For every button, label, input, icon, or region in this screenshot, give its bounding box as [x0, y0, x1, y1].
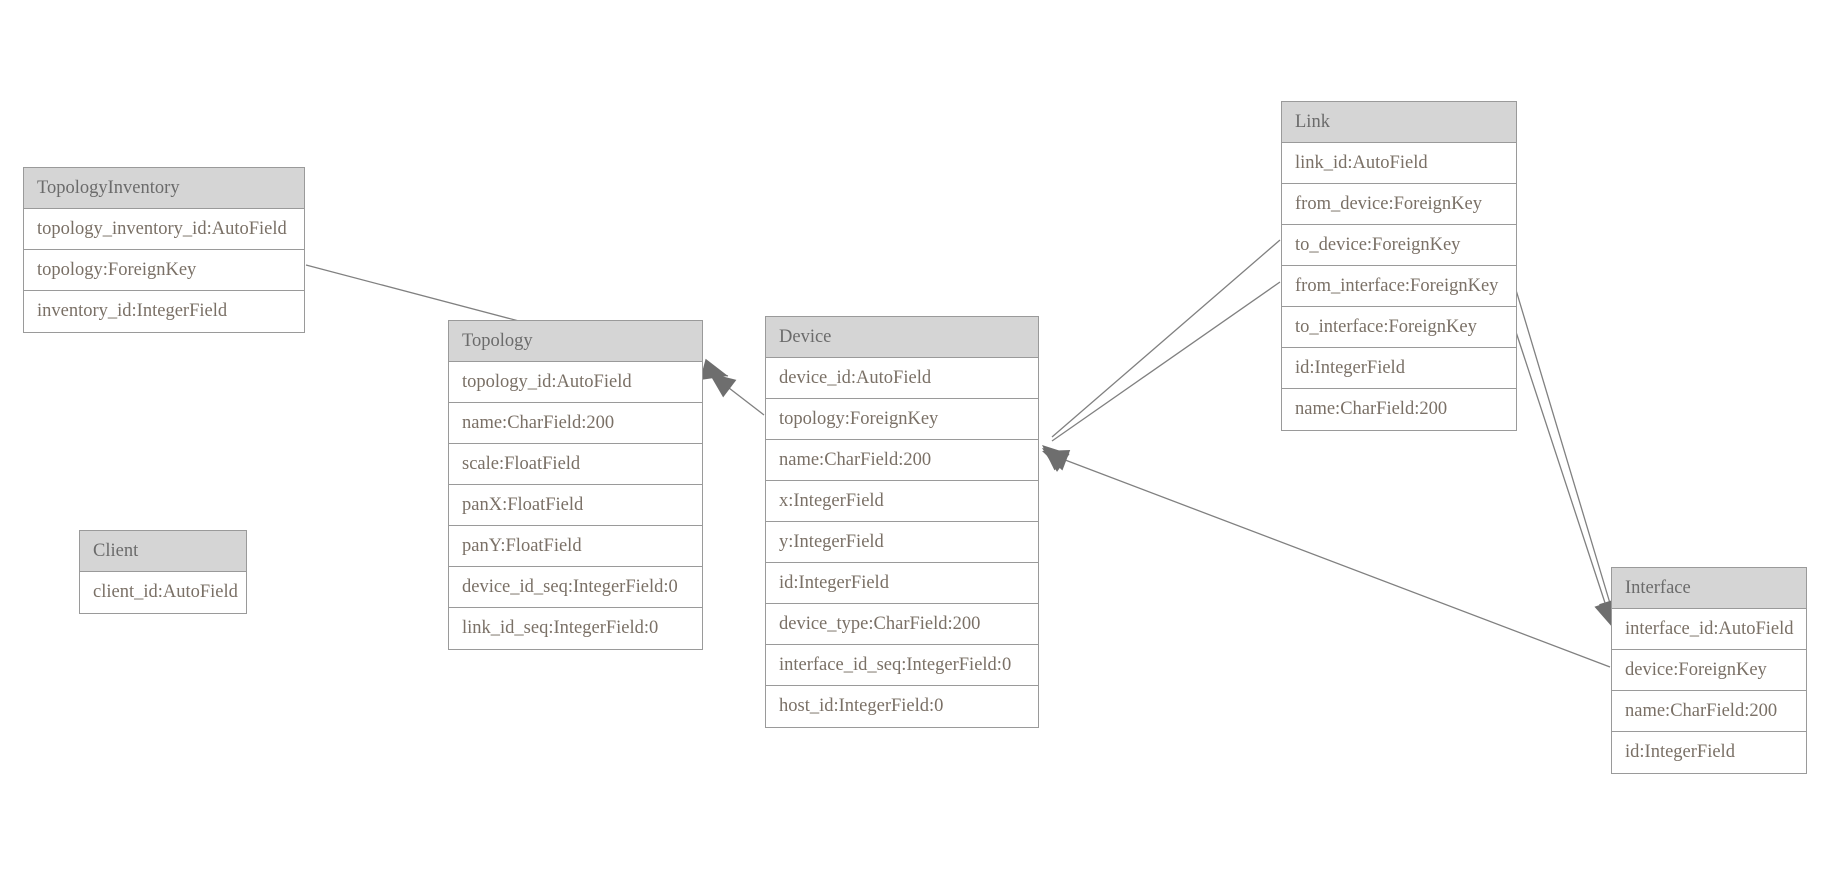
entity-field-row: topology_inventory_id:AutoField: [24, 209, 304, 250]
entity-field-row: interface_id_seq:IntegerField:0: [766, 645, 1038, 686]
entity-field-row: link_id_seq:IntegerField:0: [449, 608, 702, 649]
entity-field-row: id:IntegerField: [766, 563, 1038, 604]
entity-field-row: id:IntegerField: [1612, 732, 1806, 773]
relationship-arrowhead: [709, 373, 737, 398]
relationship-arrowhead: [1042, 448, 1070, 472]
entity-field-row: interface_id:AutoField: [1612, 609, 1806, 650]
relationship-arrowhead: [1042, 449, 1071, 471]
entity-field-row: to_device:ForeignKey: [1282, 225, 1516, 266]
entity-header-interface: Interface: [1612, 568, 1806, 609]
relationship-rel-device-topology: [709, 373, 765, 416]
entity-field-row: name:CharField:200: [449, 403, 702, 444]
entity-field-row: link_id:AutoField: [1282, 143, 1516, 184]
entity-field-row: device_id_seq:IntegerField:0: [449, 567, 702, 608]
entity-header-client: Client: [80, 531, 246, 572]
entity-field-row: scale:FloatField: [449, 444, 702, 485]
relationship-rel-interface-device: [1042, 449, 1611, 668]
entity-field-row: y:IntegerField: [766, 522, 1038, 563]
relationship-rel-link-fromdevice-device: [1042, 239, 1281, 471]
entity-field-row: name:CharField:200: [1612, 691, 1806, 732]
entity-field-row: to_interface:ForeignKey: [1282, 307, 1516, 348]
entity-field-row: device_type:CharField:200: [766, 604, 1038, 645]
relationship-line: [1515, 289, 1613, 611]
relationship-arrowhead: [700, 358, 728, 381]
relationship-rel-link-tointerface-interface: [1515, 331, 1616, 628]
entity-field-row: name:CharField:200: [1282, 389, 1516, 430]
entity-header-topology: Topology: [449, 321, 702, 362]
relationship-line: [1051, 454, 1611, 668]
entity-field-row: client_id:AutoField: [80, 572, 246, 613]
relationship-line: [1515, 331, 1609, 613]
entity-field-row: device_id:AutoField: [766, 358, 1038, 399]
entity-field-row: panX:FloatField: [449, 485, 702, 526]
entity-field-row: from_interface:ForeignKey: [1282, 266, 1516, 307]
entity-header-topology_inventory: TopologyInventory: [24, 168, 304, 209]
entity-field-row: topology:ForeignKey: [24, 250, 304, 291]
entity-field-row: panY:FloatField: [449, 526, 702, 567]
relationship-arrowhead: [1042, 445, 1069, 471]
entity-field-row: host_id:IntegerField:0: [766, 686, 1038, 727]
relationship-line: [1051, 281, 1281, 442]
entity-field-row: x:IntegerField: [766, 481, 1038, 522]
entity-header-device: Device: [766, 317, 1038, 358]
relationship-line: [715, 377, 765, 416]
entity-header-link: Link: [1282, 102, 1516, 143]
entity-field-row: device:ForeignKey: [1612, 650, 1806, 691]
entity-field-row: topology_id:AutoField: [449, 362, 702, 403]
entity-field-row: name:CharField:200: [766, 440, 1038, 481]
entity-field-row: inventory_id:IntegerField: [24, 291, 304, 332]
relationship-rel-link-todevice-device: [1042, 281, 1281, 472]
entity-field-row: from_device:ForeignKey: [1282, 184, 1516, 225]
entity-field-row: id:IntegerField: [1282, 348, 1516, 389]
entity-field-row: topology:ForeignKey: [766, 399, 1038, 440]
relationship-line: [1051, 239, 1281, 438]
